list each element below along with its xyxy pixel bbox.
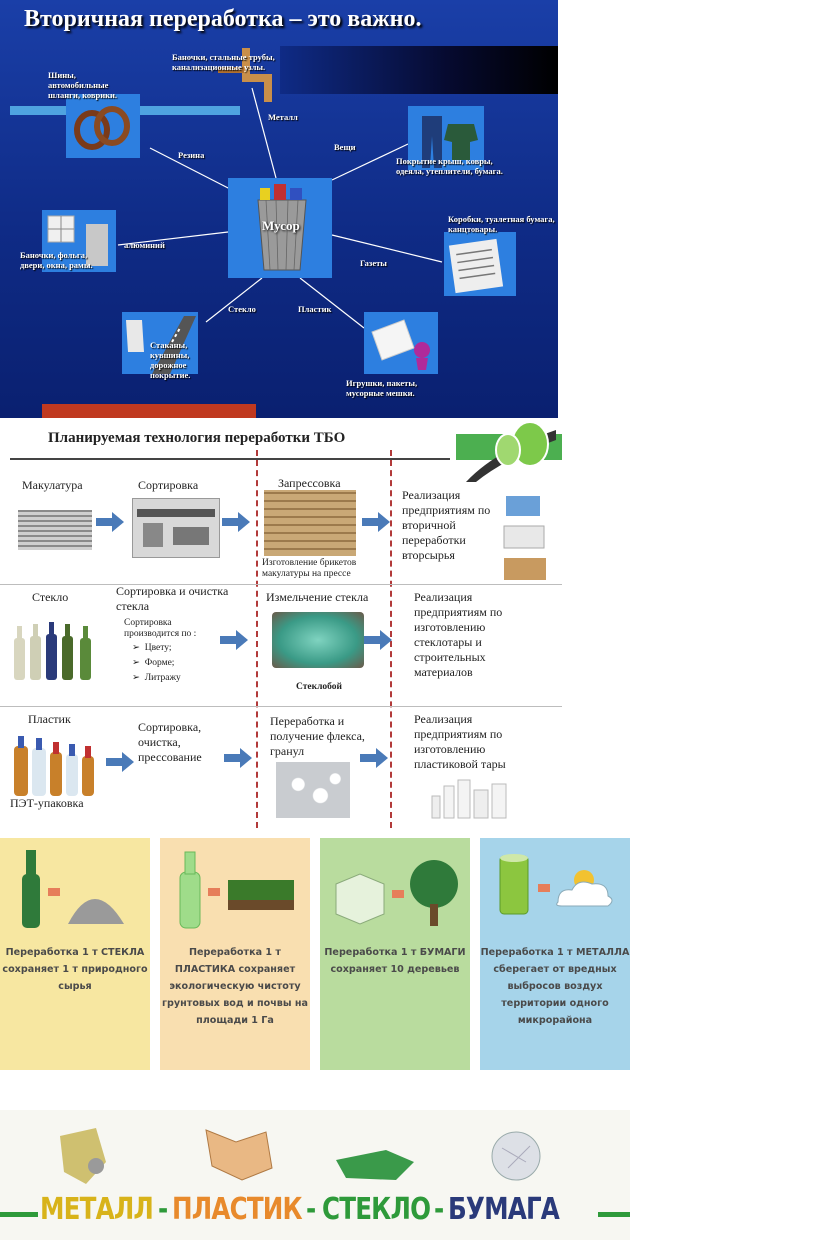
edge-label-aluminum: алюминий [124,240,165,250]
wastepaper-image [18,510,92,550]
row2-list-item-1: ➢ Цвету; [132,643,172,653]
edge-label-glass: Стекло [228,304,256,314]
sorting-line-image [132,498,220,558]
paper-tree-icon [335,860,458,926]
row2-col3-label: Измельчение стекла [266,590,369,604]
edge-label-rubber: Резина [178,150,205,160]
red-bar [42,404,256,418]
column-divider-1 [256,450,258,828]
glass-items-label: Стаканы, кувшины, дорожное покрытие. [150,340,191,380]
dash-1: - [158,1192,168,1227]
center-label: Мусор [262,218,300,233]
edge-label-newspapers: Газеты [360,258,387,268]
row1-col4-label: Реализация предприятиям по вторичной пер… [402,488,491,562]
arrow-r2-1 [220,630,248,650]
metal-benefit-panel: Переработка 1 т МЕТАЛЛА сберегает от вре… [480,838,630,1070]
paper-bales-image [264,490,356,556]
row1-col3-label: Запрессовка [278,476,341,490]
arrow-r1-3 [362,512,390,532]
crushed-plastic-bottle-icon [205,1129,273,1181]
newspaper-image [444,232,516,296]
arrow-r3-2 [224,748,252,768]
crumpled-paper-icon [491,1131,541,1181]
row3-col4-label: Реализация предприятиям по изготовлению … [414,712,506,771]
row3-col1-caption: ПЭТ-упаковка [10,796,84,810]
window-foil-image [42,210,116,272]
plastic-benefit-text: Переработка 1 т ПЛАСТИКА сохраняет эколо… [162,947,308,1026]
paper-benefit-text: Переработка 1 т БУМАГИ сохраняет 10 дере… [324,947,466,975]
slide2-title: Планируемая технология переработки ТБО [48,430,346,446]
edge-label-things: Вещи [334,142,356,152]
arrow-r2-2 [364,630,392,650]
broken-glass-icon [336,1150,414,1180]
arrow-r3-3 [360,748,388,768]
plastic-items-label: Игрушки, пакеты, мусорные мешки. [346,378,418,398]
crushed-items-images [60,1128,541,1184]
plastic-bottle-icon [179,851,294,929]
row-divider-1 [0,584,562,585]
row2-list-item-2: ➢ Форме; [132,658,175,668]
row3-col2-label: Сортировка, очистка, прессование [138,720,202,764]
aluminum-items-label: Баночки, фольга, двери, окна, рамы. [20,250,93,270]
metal-items-label: Баночки, стальные трубы, канализационные… [172,52,275,72]
row2-col4-label: Реализация предприятиям по изготовлению … [414,590,503,679]
arrow-r3-1 [106,752,134,772]
trash-can-image [228,178,332,278]
row3-col1-label: Пластик [28,712,71,726]
row1-col1-label: Макулатура [22,478,83,492]
word-paper: БУМАГА [448,1192,560,1227]
row1-col2-label: Сортировка [138,478,199,492]
word-metal: МЕТАЛЛ [40,1192,154,1227]
dark-band [280,46,558,94]
cullet-image [272,612,364,668]
rubber-items-label: Шины, автомобильные шланги, коврики. [48,70,118,100]
glass-benefit-panel: Переработка 1 т СТЕКЛА сохраняет 1 т при… [0,838,150,1070]
word-plastic: ПЛАСТИК [172,1192,303,1227]
glassware-road-image [122,312,198,374]
plastic-benefit-panel: Переработка 1 т ПЛАСТИКА сохраняет эколо… [160,838,310,1070]
edge-label-metal: Металл [268,112,298,122]
can-cloud-icon [499,854,613,915]
tires-image [66,94,140,158]
dash-3: - [434,1192,444,1227]
things-items-label: Покрытие крыш, ковры, одеяла, утеплители… [396,156,503,176]
processing-technology-slide: Планируемая технология переработки ТБО М… [0,420,562,830]
banner-text-bg [38,1192,598,1232]
arrow-r1-1 [96,512,124,532]
paper-items-label: Коробки, туалетная бумага, канцтовары. [448,214,555,234]
metal-benefit-text: Переработка 1 т МЕТАЛЛА сберегает от вре… [480,947,630,1026]
clothes-image [408,106,484,170]
paper-benefit-panel: Переработка 1 т БУМАГИ сохраняет 10 дере… [320,838,470,1070]
crushed-can-icon [60,1128,106,1184]
row2-col3-caption: Стеклобой [296,682,343,692]
plastic-containers-image [430,776,510,820]
row2-col2-sub: Сортировка производится по : [124,618,197,639]
edge-label-plastic: Пластик [298,304,332,314]
bags-toys-image [364,312,438,374]
word-glass: СТЕКЛО [322,1192,431,1227]
row2-col2-label: Сортировка и очистка стекла [116,584,229,613]
connector-lines [117,87,443,329]
row3-col3-label: Переработка и получение флекса, гранул [270,714,365,758]
row2-list-item-3: ➢ Литражу [132,673,181,683]
dash-2: - [306,1192,316,1227]
pipes-image [208,48,280,102]
row2-col1-label: Стекло [32,590,69,604]
title-underline [10,458,450,460]
row-divider-2 [0,706,562,707]
glass-bottles-image [10,620,102,682]
slide-title: Вторичная переработка – это важно. [24,6,422,32]
pet-bottles-image [10,732,102,798]
green-leaf-logo [456,420,562,486]
paper-products-image [502,492,548,584]
row1-col3-caption: Изготовление брикетов макулатуры на прес… [262,558,357,579]
recycling-diagram-slide: Вторичная переработка – это важно. Мусор… [0,0,558,418]
glass-bottle-icon [22,850,124,928]
column-divider-2 [390,450,392,828]
glass-benefit-text: Переработка 1 т СТЕКЛА сохраняет 1 т при… [2,947,148,992]
granules-image [276,762,350,818]
arrow-r1-2 [222,512,250,532]
materials-banner: МЕТАЛЛ - ПЛАСТИК - СТЕКЛО - БУМАГА [0,1110,630,1240]
